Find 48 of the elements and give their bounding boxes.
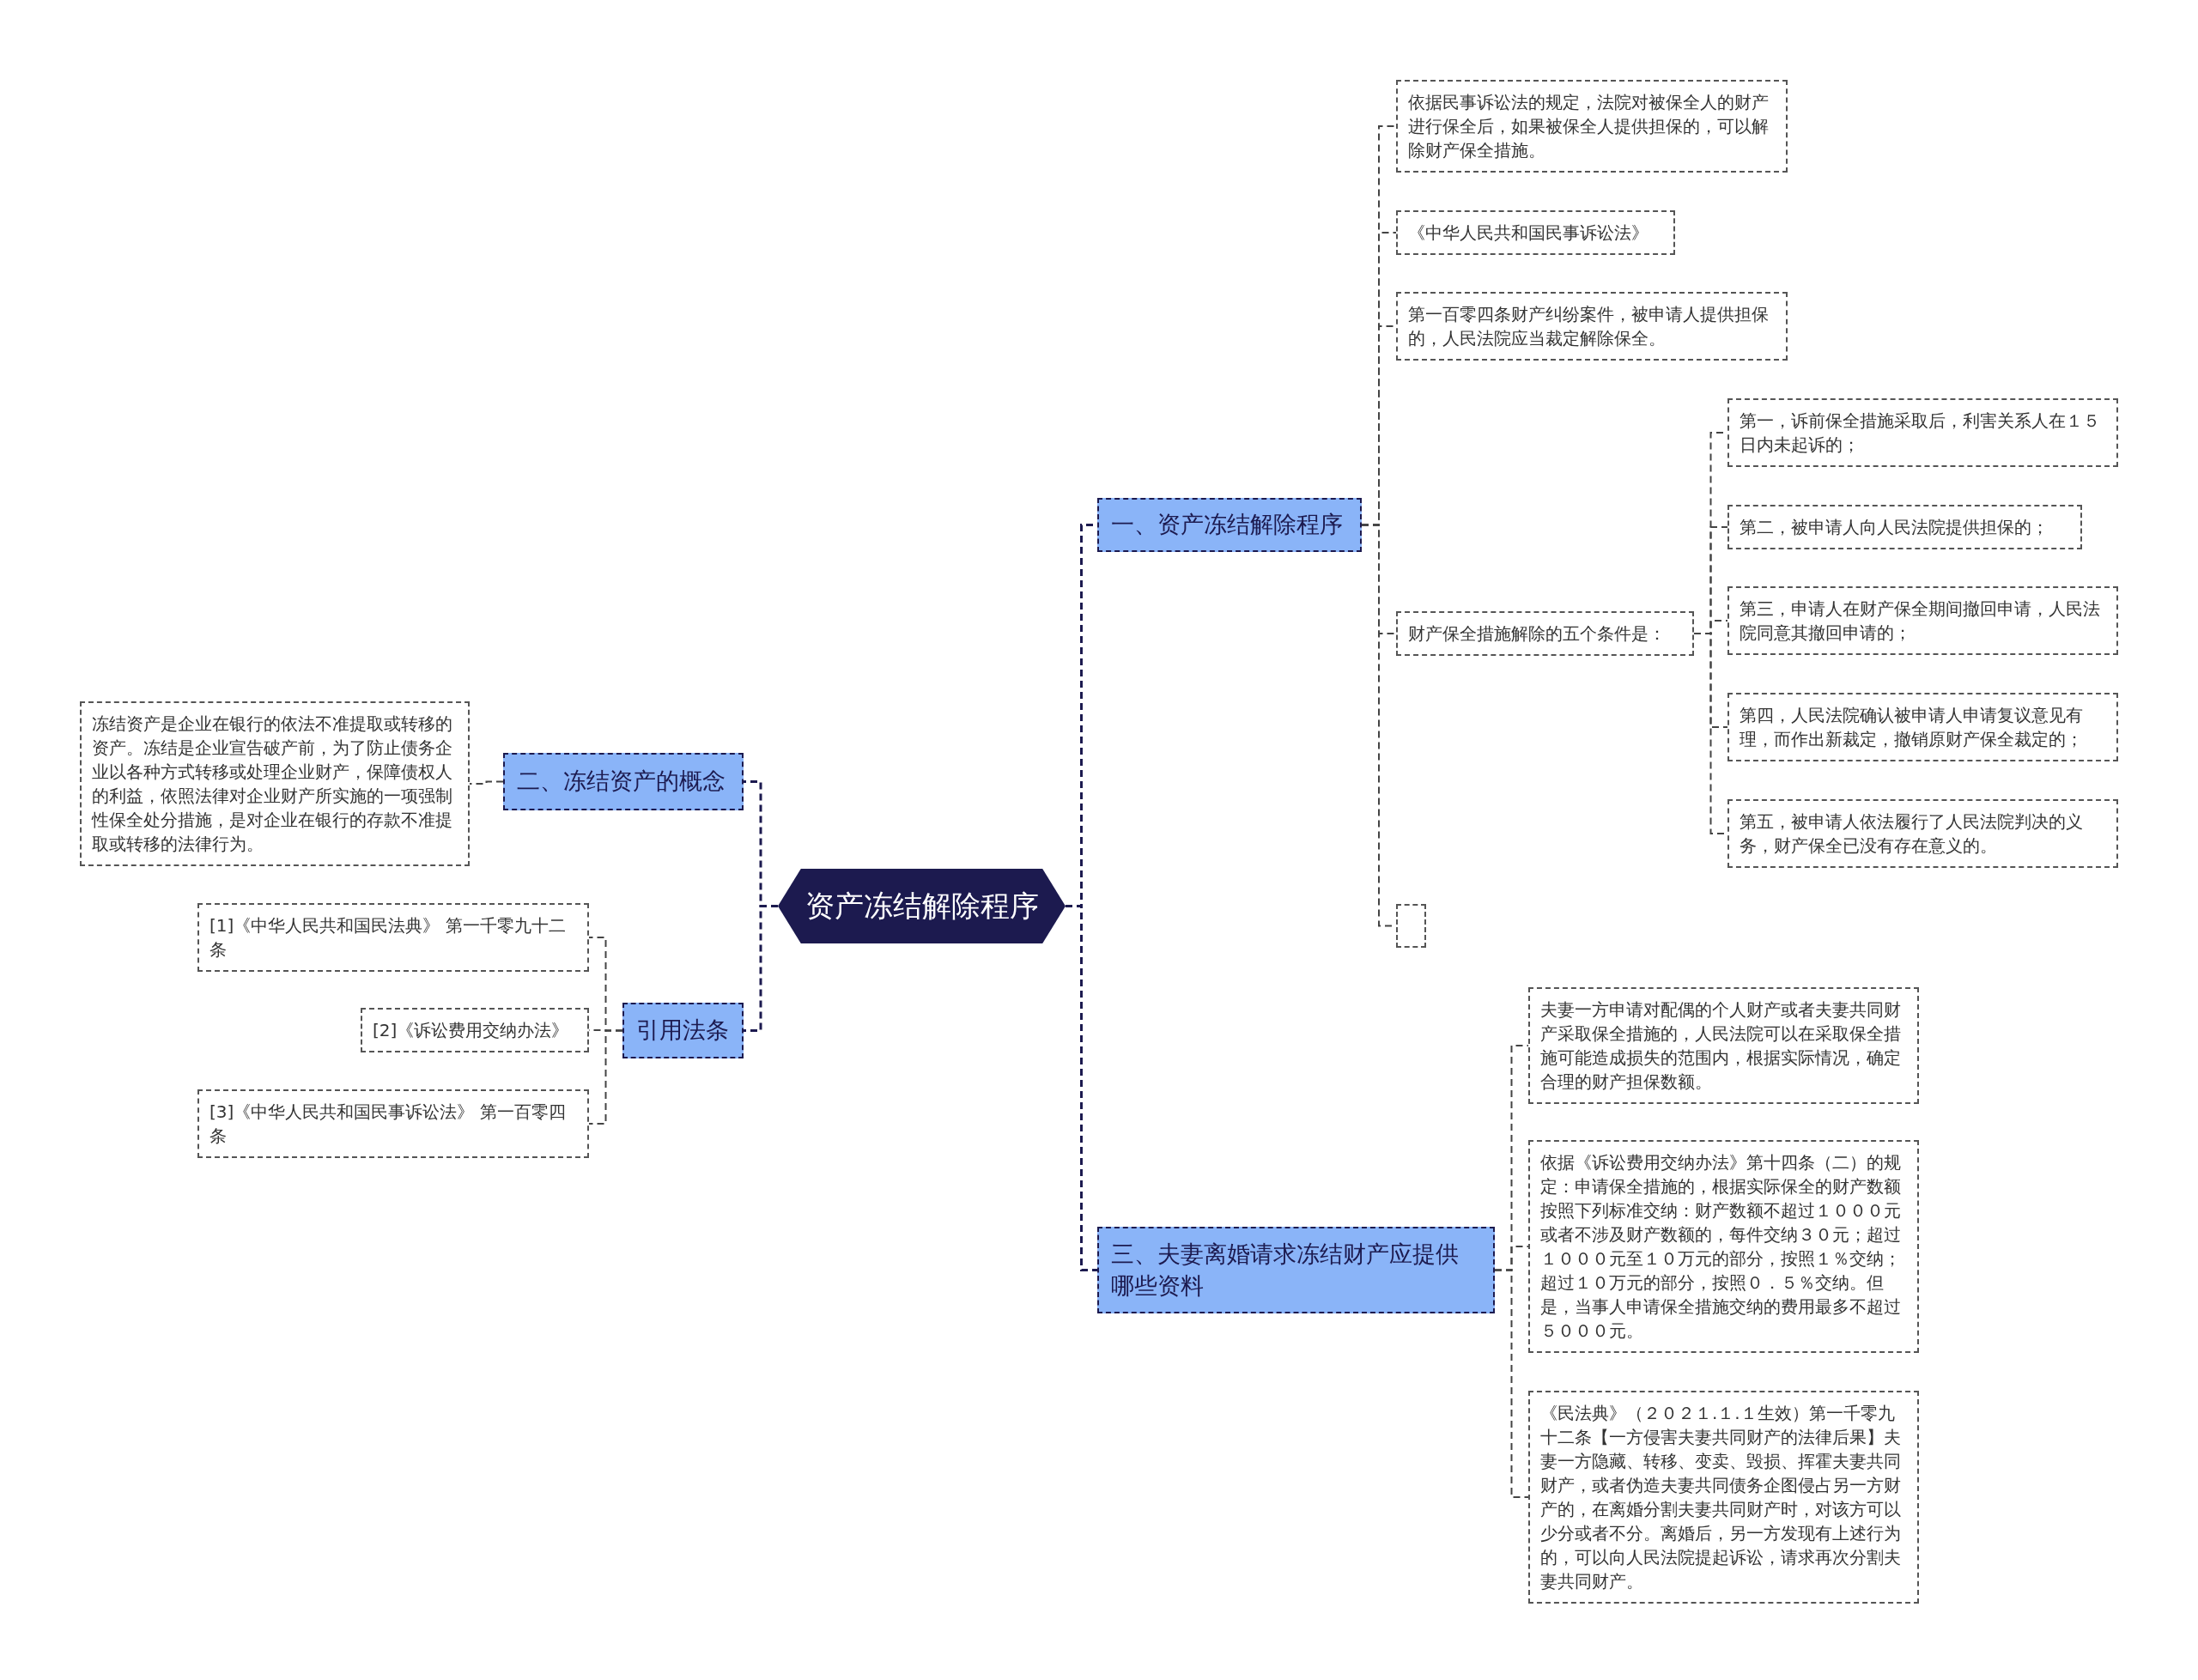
node-text: 二、冻结资产的概念 [517,767,726,797]
node-text: 第五，被申请人依法履行了人民法院判决的义务，财产保全已没有存在意义的。 [1740,810,2084,858]
connector-line [1494,1269,1529,1498]
note-box [361,1008,589,1052]
node-text: 三、夫妻离婚请求冻结财产应提供哪些资料 [1111,1240,1460,1301]
node-text: 冻结资产是企业在银行的依法不准提取或转移的资产。冻结是企业宣告破产前，为了防止债务企业以各种方式转移或处理企业财产，保障债权人的利益，依照法律对企业财产所实施的一项强制性保全处分措施，是对企业在银行的存款不准提取或转移的法律行为。 [92,713,453,856]
note-box [1727,799,2118,868]
node-text: 一、资产冻结解除程序 [1111,510,1343,540]
node-text: 引用法条 [636,1016,729,1046]
branch-topic [622,1003,744,1058]
node-text: [1]《中华人民共和国民法典》 第一千零九十二条 [209,914,567,961]
node-text: 第三，申请人在财产保全期间撤回申请，人民法院同意其撤回申请的； [1740,597,2101,645]
note-box [1727,693,2118,761]
branch-topic [1097,498,1362,552]
node-text: 资产冻结解除程序 [805,887,1039,925]
note-box [1727,398,2118,467]
node-text: 夫妻一方申请对配偶的个人财产或者夫妻共同财产采取保全措施的，人民法院可以在采取保全措施可能造成损失的范围内，根据实际情况，确定合理的财产担保数额。 [1540,998,1902,1094]
note-box [1528,987,1919,1104]
note-box [1396,80,1788,173]
note-box [1396,611,1694,656]
connector-line [1066,905,1097,1271]
node-text: [2]《诉讼费用交纳办法》 [373,1019,569,1042]
note-box [197,903,589,972]
node-text: 《中华人民共和国民事诉讼法》 [1408,221,1648,245]
empty-box [1396,904,1426,948]
node-text: 第四，人民法院确认被申请人申请复议意见有理，而作出新裁定，撤销原财产保全裁定的； [1740,704,2084,751]
note-box [1528,1140,1919,1353]
note-box [1528,1391,1919,1604]
node-text: 依据《诉讼费用交纳办法》第十四条（二）的规定：申请保全措施的，根据实际保全的财产数额按照下列标准交纳：财产数额不超过１０００元或者不涉及财产数额的，每件交纳３０元；超过１０００元至１０万元的部分，按照１％交纳；超过１０万元的部分，按照０．５％交纳。但是，当事人申请保全措施交纳的费用最多不超过５０００元。 [1540,1151,1902,1343]
central-topic [778,869,1066,943]
branch-topic [1097,1227,1495,1313]
branch-topic [503,753,744,810]
note-box [1396,292,1788,361]
connector-line [469,780,504,785]
node-text: 第二，被申请人向人民法院提供担保的； [1740,516,2049,539]
node-text: 第一百零四条财产纠纷案件，被申请人提供担保的，人民法院应当裁定解除保全。 [1408,303,1770,350]
node-text: 财产保全措施解除的五个条件是： [1408,622,1666,646]
node-text: 第一，诉前保全措施采取后，利害关系人在１５日内未起诉的； [1740,409,2101,457]
note-box [1396,210,1675,255]
connector-line [588,1029,623,1125]
node-text: [3]《中华人民共和国民事诉讼法》 第一百零四条 [209,1101,567,1148]
note-box [197,1089,589,1158]
connector-line [744,905,778,1032]
note-box [80,701,470,866]
note-box [1727,505,2082,549]
note-box [1727,586,2118,655]
node-text: 依据民事诉讼法的规定，法院对被保全人的财产进行保全后，如果被保全人提供担保的，可以解除财产保全措施。 [1408,91,1770,162]
node-text: 《民法典》（２０２１.１.１生效）第一千零九十二条【一方侵害夫妻共同财产的法律后果】夫妻一方隐藏、转移、变卖、毁损、挥霍夫妻共同财产，或者伪造夫妻共同债务企图侵占另一方财产的，在离婚分割夫妻共同财产时，对该方可以少分或者不分。离婚后，另一方发现有上述行为的，可以向人民法院提起诉讼，请求再次分割夫妻共同财产。 [1540,1402,1902,1593]
